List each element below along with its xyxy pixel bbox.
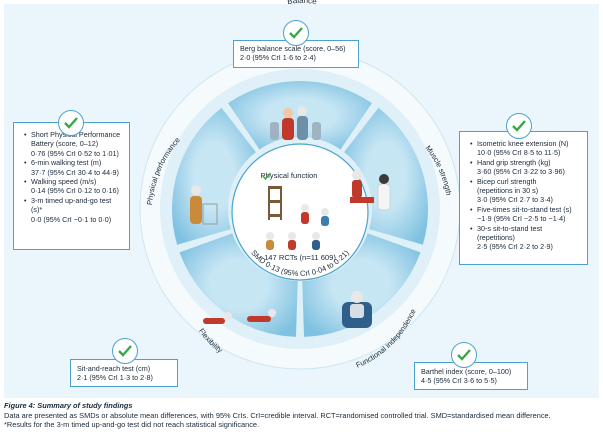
balance-illustration xyxy=(270,106,321,140)
tug-label-cont: (s)* xyxy=(31,205,43,215)
walking-speed-label: Walking speed (m/s) xyxy=(24,177,123,187)
muscle-strength-result-box: Isometric knee extension (N) 10·0 (95% C… xyxy=(459,131,588,265)
flexibility-value: 2·1 (95% CrI 1·3 to 2·8) xyxy=(77,373,153,383)
knee-extension-value: 10·0 (95% CrI 8·5 to 11·5) xyxy=(477,148,561,158)
caption-line-1: Data are presented as SMDs or absolute m… xyxy=(4,410,551,420)
segment-functional-independence xyxy=(302,233,421,337)
segment-flexibility xyxy=(179,233,298,337)
center-label: Physical function xyxy=(261,171,318,180)
bicep-curl-label: Bicep curl strength xyxy=(470,177,581,187)
muscle-strength-check-icon xyxy=(506,113,532,139)
physical-performance-check-icon xyxy=(58,110,84,136)
balance-check-icon xyxy=(283,20,309,46)
thirty-sts-label: 30-s sit-to-stand test xyxy=(470,224,581,234)
sppb-label-cont: Battery (score, 0–12) xyxy=(31,139,99,149)
bicep-curl-label-cont: (repetitions in 30 s) xyxy=(477,186,539,196)
barthel-value: 4·5 (95% CrI 3·6 to 5·5) xyxy=(421,376,497,386)
caption-line-2: *Results for the 3-m timed up-and-go tes… xyxy=(4,420,260,430)
flexibility-result-box: Sit-and-reach test (cm) 2·1 (95% CrI 1·3… xyxy=(70,359,178,387)
walk-test-value: 37·7 (95% CrI 30·4 to 44·9) xyxy=(31,167,119,177)
figure-caption: Figure 4: Summary of study findings Data… xyxy=(4,401,599,430)
muscle-strength-illustration xyxy=(350,170,391,211)
knee-extension-label: Isometric knee extension (N) xyxy=(470,139,581,149)
walking-speed-value: 0·14 (95% CrI 0·12 to 0·16) xyxy=(31,186,119,196)
functional-independence-illustration xyxy=(342,291,372,328)
thirty-sts-value: 2·5 (95% CrI 2·2 to 2·9) xyxy=(477,242,553,252)
segment-label-balance: Balance xyxy=(287,0,318,6)
physical-performance-result-box: Short Physical Performance Battery (scor… xyxy=(13,122,130,250)
tug-label: 3-m timed up-and-go test xyxy=(24,196,123,206)
center-check-icon xyxy=(262,172,272,181)
flexibility-illustration xyxy=(203,309,276,324)
five-sts-label: Five-times sit-to-stand test (s) xyxy=(470,205,581,215)
grip-strength-value: 3·60 (95% CrI 3·22 to 3·96) xyxy=(477,167,565,177)
physical-function-illustration xyxy=(266,186,329,250)
flexibility-check-icon xyxy=(112,338,138,364)
thirty-sts-label-cont: (repetitions) xyxy=(477,233,515,243)
bicep-curl-value: 3·0 (95% CrI 2·7 to 3·4) xyxy=(477,195,553,205)
balance-value: 2·0 (95% CrI 1·6 to 2·4) xyxy=(240,53,316,63)
center-rct-count: 147 RCTs (n=11 609) xyxy=(264,253,336,262)
physical-performance-illustration xyxy=(190,185,218,225)
five-sts-value: −1·9 (95% CrI −2·5 to −1·4) xyxy=(477,214,566,224)
flexibility-measure: Sit-and-reach test (cm) xyxy=(77,364,151,373)
functional-independence-result-box: Barthel index (score, 0–100) 4·5 (95% Cr… xyxy=(414,362,528,390)
grip-strength-label: Hand grip strength (kg) xyxy=(470,158,581,168)
balance-measure: Berg balance scale (score, 0–56) xyxy=(240,44,346,53)
barthel-measure: Barthel index (score, 0–100) xyxy=(421,367,512,376)
caption-title: Figure 4: Summary of study findings xyxy=(4,401,133,410)
functional-independence-check-icon xyxy=(451,342,477,368)
tug-value: 0·0 (95% CrI −0·1 to 0·0) xyxy=(31,214,112,224)
walk-test-label: 6-min walking test (m) xyxy=(24,158,123,168)
sppb-value: 0·76 (95% CrI 0·52 to 1·01) xyxy=(31,148,119,158)
